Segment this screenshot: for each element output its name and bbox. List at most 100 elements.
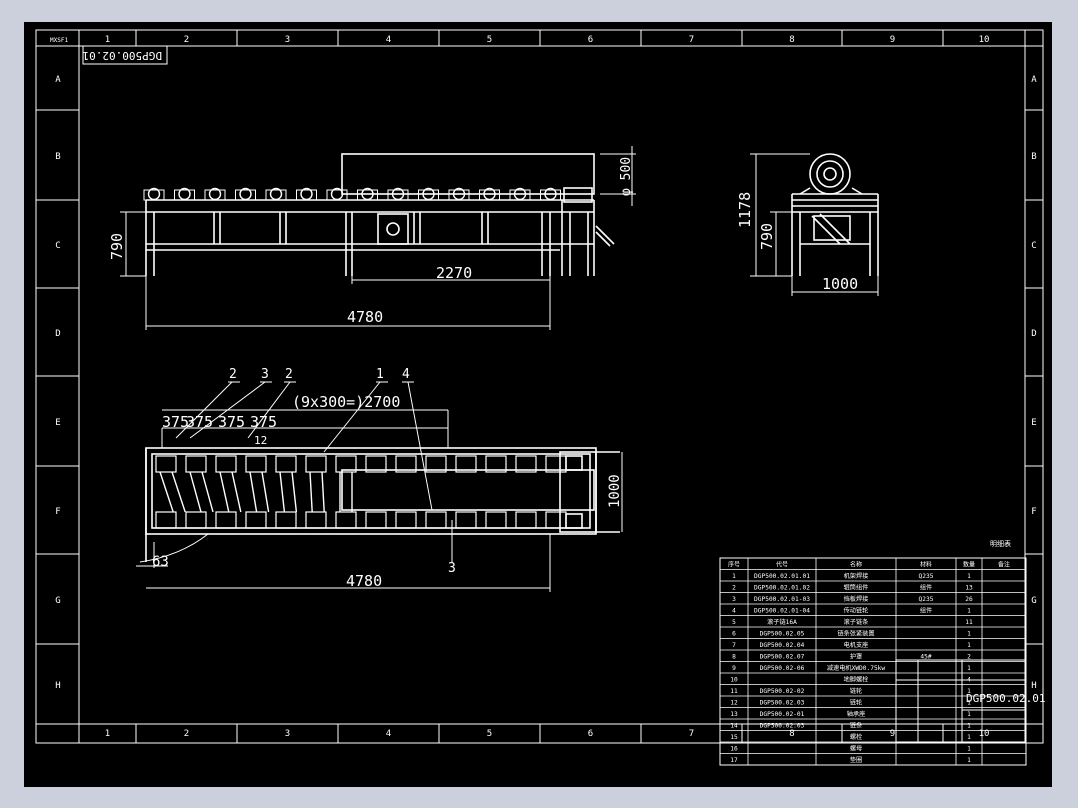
zone-label-top: 1: [105, 35, 110, 45]
roller-bearing: [326, 189, 348, 201]
roller-bearing: [143, 189, 165, 201]
plan-roller-bottom: [545, 511, 567, 529]
bom-cell: 滚子链条: [844, 618, 869, 626]
side-dimensions: [750, 153, 879, 296]
dim-side-height-total: 1178: [736, 192, 754, 228]
bom-cell: 螺母: [850, 745, 862, 753]
zone-label-bottom: 8: [789, 729, 794, 739]
corner-tag: MXSF1: [50, 37, 68, 44]
bom-cell: Q235: [919, 596, 934, 603]
plan-roller-top: [305, 455, 327, 473]
plan-roller-shaft: [189, 471, 202, 513]
model-canvas: [24, 22, 1052, 787]
bom-cell: 1: [967, 700, 971, 707]
dim-plan-d: 375: [250, 413, 277, 431]
zone-label-bottom: 10: [979, 729, 990, 739]
bom-cell: 6: [732, 631, 736, 638]
elevation-posts: [213, 212, 489, 244]
dim-elev-height: 790: [108, 233, 126, 260]
plan-roller-top: [545, 455, 567, 473]
zone-label-top: 10: [979, 35, 990, 45]
zone-label-top: 3: [285, 35, 290, 45]
roller-bearing: [265, 189, 287, 201]
zone-label-right: D: [1031, 329, 1036, 339]
bom-cell: 3: [732, 596, 736, 603]
bom-cell: 电机支座: [844, 641, 869, 649]
plan-roller-shaft: [261, 471, 270, 513]
plan-roller-shaft: [219, 471, 230, 513]
dim-plan-c: 375: [218, 413, 245, 431]
bom-cell: DGP500.02.07: [760, 654, 805, 661]
plan-roller-shaft: [231, 471, 242, 513]
plan-roller-top: [425, 455, 447, 473]
bom-cell: 11: [965, 619, 973, 626]
plan-roller-shaft: [201, 471, 214, 513]
zone-label-top: 7: [689, 35, 694, 45]
plan-dimensions: [136, 381, 623, 592]
bom-cell: DGP500.02.01-04: [754, 608, 810, 615]
dim-elev-mid: 2270: [436, 264, 472, 282]
roller-bearing: [296, 189, 317, 201]
bom-cell: 机架焊接: [844, 572, 869, 580]
zone-label-top: 2: [184, 35, 189, 45]
roller-bearing: [174, 189, 195, 201]
zone-label-top: 6: [588, 35, 593, 45]
bom-cell: 组件: [920, 584, 932, 592]
bom-cell: 5: [732, 619, 736, 626]
bom-cell: 挡板焊接: [844, 595, 869, 603]
bom-cell: 1: [967, 642, 971, 649]
balloon-e: 4: [402, 367, 410, 382]
title-block: [895, 659, 1027, 743]
bom-cell: 1: [967, 688, 971, 695]
bom-cell: 8: [732, 654, 736, 661]
dim-side-width: 1000: [822, 275, 858, 293]
elevation-dimensions: [120, 146, 636, 330]
plan-roller-shaft: [249, 471, 258, 513]
roller-bearing: [357, 189, 378, 201]
plan-roller-bottom: [215, 511, 237, 529]
code-box-text: DGP500.02.01: [83, 49, 162, 62]
bom-cell: 传动链轮: [844, 607, 869, 615]
dim-plan-offset: 63: [152, 554, 169, 570]
plan-roller-top: [215, 455, 237, 473]
zone-label-left: D: [55, 329, 60, 339]
zone-label-bottom: 3: [285, 729, 290, 739]
zone-label-right: B: [1031, 152, 1036, 162]
plan-roller-top: [515, 455, 537, 473]
bom-cell: DGP500.02-06: [760, 665, 805, 672]
plan-rollers: [155, 455, 567, 529]
plan-roller-bottom: [455, 511, 477, 529]
dim-plan-a: 375: [162, 413, 189, 431]
bom-cell: 链轮: [850, 687, 862, 695]
bom-cell: 13: [730, 711, 738, 718]
plan-roller-shaft: [309, 471, 313, 513]
plan-roller-shaft: [279, 471, 286, 513]
bom-cell: 链轮: [850, 699, 862, 707]
bom-cell: 地脚螺栓: [844, 676, 869, 684]
plan-roller-bottom: [305, 511, 327, 529]
bom-cell: 4: [732, 608, 736, 615]
roller-bearing: [540, 189, 561, 201]
bom-cell: 11: [730, 688, 738, 695]
balloon-d: 1: [376, 367, 384, 382]
plan-roller-bottom: [335, 511, 357, 529]
bom-cell: 1: [967, 734, 971, 741]
bom-header-cell: 数量: [963, 561, 975, 569]
zone-label-left: A: [55, 75, 61, 85]
plan-roller-top: [275, 455, 297, 473]
bom-cell: 10: [730, 677, 738, 684]
zone-label-top: 8: [789, 35, 794, 45]
bom-cell: 1: [967, 711, 971, 718]
bom-cell: 2: [732, 585, 736, 592]
bom-cell: 1: [732, 573, 736, 580]
bom-header-cell: 名称: [850, 561, 862, 569]
zone-label-left: H: [55, 681, 60, 691]
balloon-c: 2: [285, 367, 293, 382]
roller-bearing: [235, 189, 256, 201]
zone-label-top: 5: [487, 35, 492, 45]
bom-cell: 1: [967, 665, 971, 672]
bom-cell: 链条: [850, 722, 862, 730]
title-block-code: DGP500.02.01: [966, 692, 1045, 705]
